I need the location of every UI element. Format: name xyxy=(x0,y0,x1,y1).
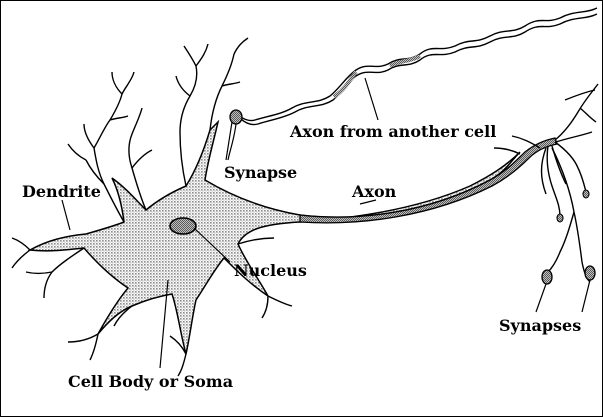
label-synapses: Synapses xyxy=(499,316,581,335)
label-dendrite: Dendrite xyxy=(22,182,101,201)
cell-body xyxy=(30,122,520,354)
axon xyxy=(300,138,557,223)
label-axon-from-another-cell: Axon from another cell xyxy=(289,122,496,141)
label-cell-body: Cell Body or Soma xyxy=(68,372,233,391)
nucleus-shape xyxy=(170,218,196,234)
axon-from-another-cell xyxy=(238,8,597,125)
label-synapse: Synapse xyxy=(224,163,297,182)
terminal-synapse-right xyxy=(585,266,595,280)
label-axon: Axon xyxy=(351,182,397,201)
synapse-knob xyxy=(230,110,242,124)
terminal-synapse-left xyxy=(542,270,552,284)
axon-terminals xyxy=(494,84,598,282)
label-nucleus: Nucleus xyxy=(234,261,307,280)
